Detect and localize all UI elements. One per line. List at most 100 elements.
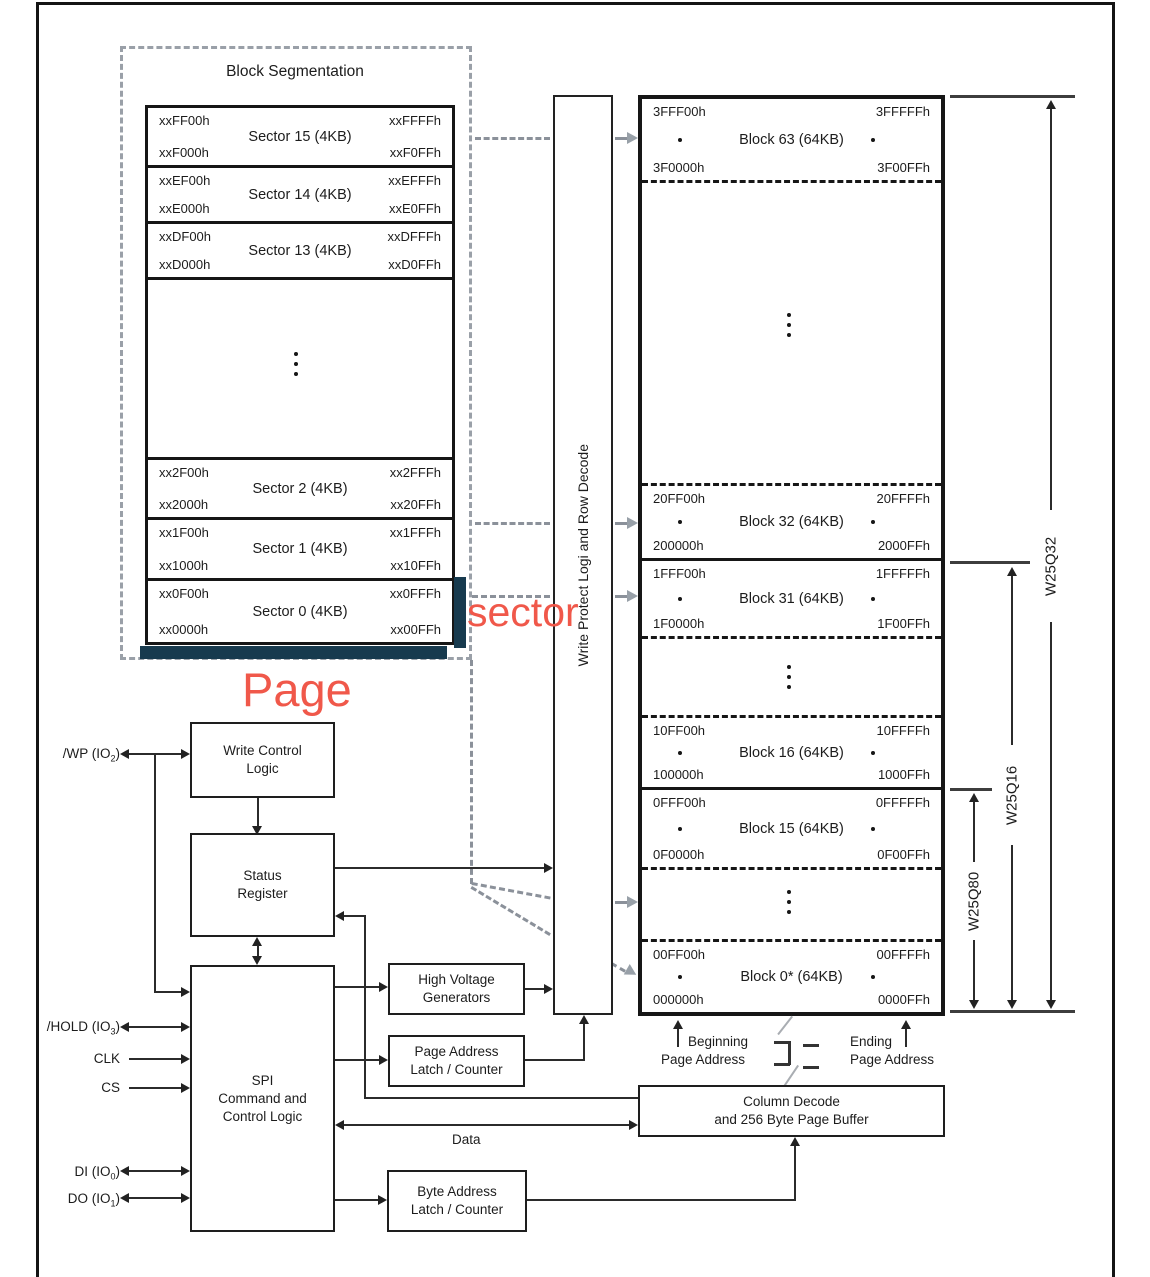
range-label-q32: W25Q32 bbox=[1038, 512, 1064, 620]
sector-label: Sector 1 (4KB) bbox=[252, 541, 348, 557]
beginning-arrow-line bbox=[677, 1029, 679, 1047]
block-addr: 3FFFFFh bbox=[875, 104, 930, 119]
spi-line3: Control Logic bbox=[222, 1108, 303, 1124]
write-control-line2: Logic bbox=[246, 761, 279, 776]
block-ellipsis-1 bbox=[787, 313, 791, 337]
arrowhead bbox=[181, 1022, 190, 1032]
wire-cs bbox=[129, 1087, 181, 1089]
dashed-stub bbox=[615, 137, 627, 140]
dashed-link-sector15 bbox=[475, 137, 550, 140]
arrowhead bbox=[252, 956, 262, 965]
dashed-arrow-block31 bbox=[627, 590, 638, 602]
wire-clk bbox=[129, 1058, 181, 1060]
block-addr: 100000h bbox=[653, 767, 704, 782]
sector-addr: xx10FFh bbox=[390, 558, 441, 573]
arrowhead bbox=[1046, 100, 1056, 109]
sector-addr: xx1000h bbox=[159, 558, 209, 573]
wire-cd-status-h1 bbox=[344, 915, 365, 917]
sector-addr: xxE000h bbox=[159, 201, 210, 216]
range-line-q80 bbox=[973, 802, 975, 862]
block-ellipsis-2 bbox=[787, 665, 791, 689]
wire-do bbox=[129, 1197, 181, 1199]
block-addr: 20FFFFh bbox=[876, 491, 930, 506]
dashed-arrow-mid bbox=[627, 896, 638, 908]
arrowhead bbox=[181, 1193, 190, 1203]
signal-text: ) bbox=[115, 746, 121, 761]
block-addr: 0000FFh bbox=[877, 992, 930, 1007]
sector-addr: xxF000h bbox=[159, 145, 209, 160]
sector-label: Sector 0 (4KB) bbox=[252, 603, 348, 620]
signal-label-clk: CLK bbox=[18, 1051, 120, 1069]
block-ellipsis-3 bbox=[787, 890, 791, 914]
dot bbox=[678, 596, 682, 601]
block-label: Block 31 (64KB) bbox=[739, 590, 844, 607]
block-addr: 00FFFFh bbox=[876, 947, 930, 962]
dot bbox=[871, 750, 875, 755]
dot bbox=[678, 750, 682, 755]
sector-label: Sector 15 (4KB) bbox=[248, 128, 352, 145]
range-line-q16 bbox=[1011, 576, 1013, 745]
wire-cd-status-h2 bbox=[365, 1097, 638, 1099]
wire-di bbox=[129, 1170, 181, 1172]
arrowhead bbox=[252, 826, 262, 835]
block-addr: 1FFFFFh bbox=[875, 566, 930, 581]
frame-top bbox=[36, 2, 1115, 5]
range-line-q16b bbox=[1011, 845, 1013, 1000]
page-annotation: Page bbox=[242, 663, 352, 716]
tick-q32-top bbox=[950, 95, 1075, 98]
dot bbox=[678, 975, 682, 979]
byte-latch-line2: Latch / Counter bbox=[410, 1202, 504, 1217]
arrowhead bbox=[544, 863, 553, 873]
dot bbox=[678, 137, 682, 142]
arrowhead bbox=[379, 982, 388, 992]
sector-row-0: xx0F00h xx0FFFh Sector 0 (4KB) xx0000h x… bbox=[148, 581, 452, 642]
signal-sub: 2 bbox=[110, 753, 116, 764]
status-line1: Status bbox=[243, 868, 282, 883]
sector-gap bbox=[148, 280, 452, 460]
signal-label-do: DO (IO1) bbox=[18, 1191, 120, 1209]
sector-addr: xx2F00h bbox=[159, 465, 209, 480]
sector-addr: xx0F00h bbox=[159, 586, 209, 601]
arrowhead bbox=[544, 984, 553, 994]
sector-row-2: xx2F00h xx2FFFh Sector 2 (4KB) xx2000h x… bbox=[148, 460, 452, 520]
dashed-arrow-block32 bbox=[627, 517, 638, 529]
dashed-arrow-block0 bbox=[623, 964, 640, 980]
page-bracket-dash bbox=[803, 1044, 819, 1047]
block-addr: 00FF00h bbox=[653, 947, 706, 962]
sector-addr: xx0FFFh bbox=[389, 586, 441, 601]
sector-row-13: xxDF00h xxDFFFh Sector 13 (4KB) xxD000h … bbox=[148, 224, 452, 280]
signal-label-wp: /WP (IO2) bbox=[18, 746, 120, 764]
sector-label: Sector 14 (4KB) bbox=[248, 186, 352, 203]
wire-bytelatch-v bbox=[794, 1146, 796, 1201]
high-voltage-generators-box: High Voltage Generators bbox=[388, 963, 525, 1015]
dot bbox=[871, 826, 875, 831]
byte-latch-line1: Byte Address bbox=[417, 1184, 497, 1199]
arrowhead bbox=[120, 1166, 129, 1176]
column-decode-box: Column Decode and 256 Byte Page Buffer bbox=[638, 1085, 945, 1137]
wire-hvg-decoder bbox=[525, 988, 546, 990]
page-highlight-bar bbox=[140, 646, 447, 659]
column-decode-line1: Column Decode bbox=[743, 1094, 840, 1109]
block-gap-1 bbox=[642, 183, 941, 486]
block-row-63: 3FFF00h 3FFFFFh Block 63 (64KB) 3F0000h … bbox=[642, 99, 941, 183]
wire-spi-bytelatch bbox=[335, 1199, 378, 1201]
signal-sub: 1 bbox=[110, 1198, 116, 1209]
beginning-label-line1: Beginning bbox=[688, 1034, 749, 1049]
block-addr: 20FF00h bbox=[653, 491, 706, 506]
page-bracket bbox=[774, 1063, 790, 1066]
tick-q80-top bbox=[950, 788, 992, 791]
tick-q16-top bbox=[950, 561, 1030, 564]
arrowhead bbox=[252, 937, 262, 946]
block-row-0: 00FF00h 00FFFFh Block 0* (64KB) 000000h … bbox=[642, 942, 941, 1012]
block-addr: 1F0000h bbox=[653, 616, 705, 631]
dashed-stub bbox=[615, 522, 627, 525]
signal-text: /WP (IO bbox=[62, 746, 111, 761]
wire-status-spi bbox=[257, 945, 259, 957]
block-addr: 2000FFh bbox=[877, 538, 930, 553]
sector-addr: xx1FFFh bbox=[389, 525, 441, 540]
dot bbox=[678, 826, 682, 831]
page-bracket bbox=[788, 1041, 791, 1065]
dot bbox=[871, 596, 875, 601]
arrowhead bbox=[120, 1193, 129, 1203]
signal-label-cs: CS bbox=[18, 1080, 120, 1098]
